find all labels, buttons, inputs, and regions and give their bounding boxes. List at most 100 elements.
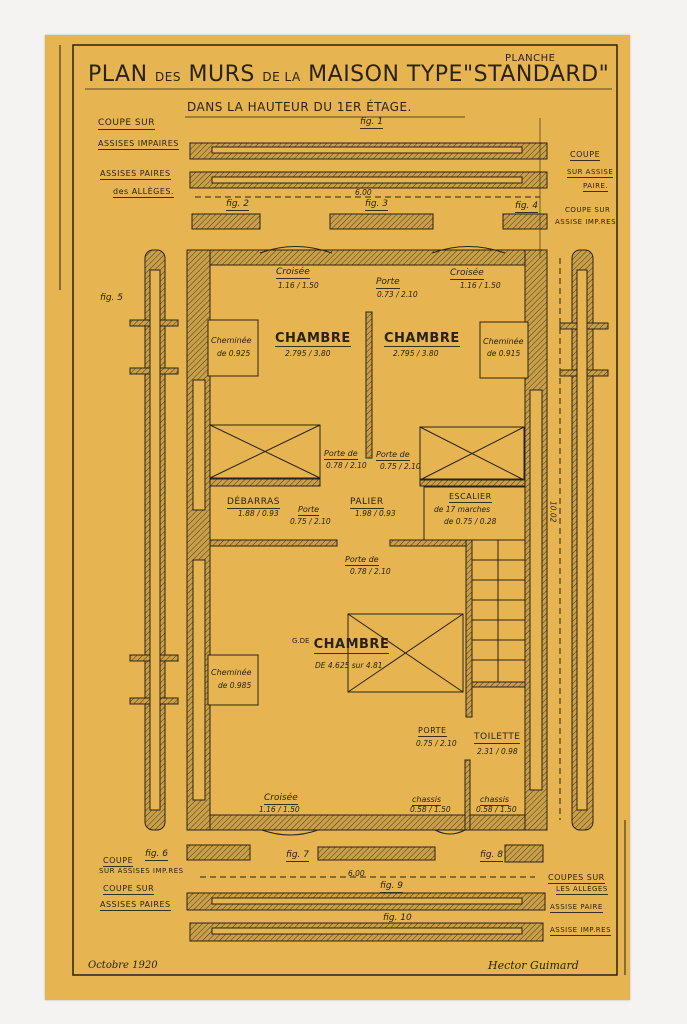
room-toilette: TOILETTE [474, 732, 521, 744]
title-maison: MAISON TYPE [308, 62, 463, 87]
title-standard: "STANDARD" [462, 62, 610, 87]
fig2-section [191, 213, 261, 230]
label-assises-impaires: ASSISES IMPAIRES [98, 139, 179, 150]
title-plan: PLAN [88, 62, 148, 87]
dim-porte-toilette: 0.75 / 2.10 [416, 739, 457, 748]
label-assise-paire: ASSISE PAIRE [550, 903, 603, 913]
label-croisee-1: Croisée [276, 267, 310, 279]
label-fig9: fig. 9 [380, 881, 403, 893]
dim-cheminee-1: de 0.925 [217, 349, 251, 358]
dim-porte-debarras: 0.75 / 2.10 [290, 517, 331, 526]
label-chassis-1: chassis [412, 795, 442, 806]
label-croisee-3: Croisée [264, 793, 298, 805]
label-des-alleges: des ALLÈGES. [113, 187, 175, 198]
cupboard-2 [419, 426, 525, 481]
fig3-section [329, 213, 434, 230]
label-porte-de-1: Porte de [324, 449, 358, 460]
dim-cheminee-2: de 0.915 [487, 349, 521, 358]
fig7-section [317, 846, 436, 861]
label-coupe-sur: COUPE SUR [98, 118, 155, 130]
page-title: PLAN DES MURS DE LA MAISON TYPE"STANDARD… [88, 64, 609, 86]
label-fig6: fig. 6 [145, 849, 168, 861]
label-cheminee-2: Cheminée [483, 337, 524, 346]
label-les-alleges: LES ALLÈGES [556, 885, 608, 895]
dim-croisee-3: 1.16 / 1.50 [259, 805, 300, 814]
partition-escalier [419, 478, 526, 487]
wall-bottom [186, 814, 548, 831]
label-assise-imp-br: ASSISE IMP.RES [550, 926, 612, 936]
title-murs: MURS [188, 62, 255, 87]
stair-treads [423, 486, 526, 682]
label-coupe-sur-r: COUPE SUR [565, 206, 611, 214]
fig6-section [186, 844, 251, 861]
label-paire: PAIRE. [583, 182, 609, 192]
label-chassis-2: chassis [480, 795, 510, 806]
label-fig5: fig. 5 [100, 293, 123, 303]
label-porte-de-2: Porte de [376, 450, 410, 461]
label-grande-chambre: CHAMBRE [313, 637, 390, 655]
room-grande-chambre: G.DE CHAMBRE [292, 637, 390, 655]
title-de-la: DE LA [262, 70, 301, 84]
label-assises-paires: ASSISES PAIRES [100, 169, 171, 180]
partition-chambres [365, 311, 373, 459]
label-fig10: fig. 10 [383, 913, 412, 923]
label-escalier-marches: de 17 marches [434, 505, 491, 514]
room-chambre-2: CHAMBRE [384, 331, 460, 347]
sheet-frame [72, 44, 618, 976]
dim-croisee-1: 1.16 / 1.50 [278, 281, 319, 290]
dim-porte-de-1: 0.78 / 2.10 [326, 461, 367, 470]
cheminee-box-2 [479, 321, 529, 379]
dim-cheminee-3: de 0.985 [218, 681, 252, 690]
dim-croisee-2: 1.16 / 1.50 [460, 281, 501, 290]
label-porte-de-3: Porte de [345, 555, 379, 566]
drawing-date: Octobre 1920 [88, 960, 158, 971]
label-sur-assises-imp: SUR ASSISES IMP.RES [99, 867, 184, 875]
dim-toilette: 2.31 / 0.98 [477, 747, 518, 756]
dim-chassis-1: 0.58 / 1.50 [410, 805, 451, 814]
dim-chambre-1: 2.795 / 3.80 [285, 349, 331, 358]
cheminee-box-3 [207, 654, 259, 706]
room-debarras: DÉBARRAS [227, 497, 280, 509]
partition-debarras [209, 478, 321, 487]
label-cheminee-3: Cheminée [211, 668, 252, 677]
architect-signature: Hector Guimard [488, 959, 579, 972]
label-croisee-2: Croisée [450, 268, 484, 280]
room-chambre-1: CHAMBRE [275, 331, 351, 347]
dim-bottom-width: 6.00 [348, 869, 365, 878]
stair-wall [465, 539, 473, 718]
wall-top [186, 249, 548, 266]
label-coupe-sur-bl: COUPE SUR [103, 884, 155, 895]
label-fig8: fig. 8 [480, 850, 503, 862]
dim-chassis-2: 0.58 / 1.50 [476, 805, 517, 814]
label-porte-toilette: PORTE [418, 726, 447, 737]
label-porte-top: Porte [376, 277, 400, 289]
label-coupe-bl: COUPE [103, 856, 134, 867]
subtitle: DANS LA HAUTEUR DU 1ER ÉTAGE. [187, 100, 412, 114]
cheminee-box-1 [207, 319, 259, 377]
label-porte-debarras: Porte [298, 505, 320, 516]
cupboard-1 [209, 424, 321, 479]
label-grande-prefix: G.DE [292, 637, 310, 645]
planche-label: PLANCHE [505, 53, 556, 64]
toilet-wall [464, 759, 471, 831]
label-cheminee-1: Cheminée [211, 336, 252, 345]
dim-porte-de-3: 0.78 / 2.10 [350, 567, 391, 576]
fig4-section [502, 213, 548, 230]
dim-escalier: de 0.75 / 0.28 [444, 517, 497, 526]
dim-depth: 10.02 [548, 501, 558, 523]
label-coupe-r: COUPE [570, 150, 601, 161]
dim-palier: 1.98 / 0.93 [355, 509, 396, 518]
label-sur-assise: SUR ASSISE [567, 168, 614, 178]
label-fig3: fig. 3 [365, 199, 388, 211]
label-assise-imp: ASSISE IMP.RES [555, 218, 617, 226]
label-fig7: fig. 7 [286, 850, 309, 862]
title-des: DES [155, 70, 181, 84]
dim-porte-de-2: 0.75 / 2.10 [380, 462, 421, 471]
bed-area [347, 613, 464, 693]
room-escalier: ESCALIER [449, 492, 492, 503]
dim-porte-top: 0.73 / 2.10 [377, 290, 418, 299]
label-fig2: fig. 2 [226, 199, 249, 211]
dim-debarras: 1.88 / 0.93 [238, 509, 279, 518]
label-fig1: fig. 1 [360, 117, 383, 129]
